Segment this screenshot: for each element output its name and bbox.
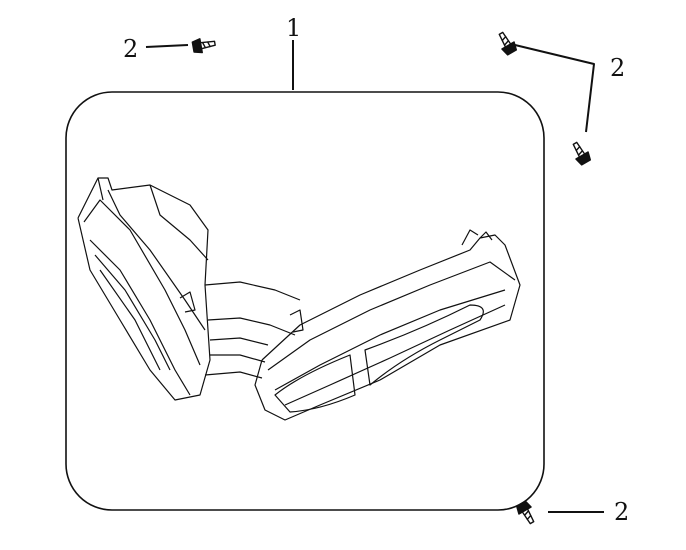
leader-lines — [145, 40, 604, 513]
headlight-assembly — [77, 177, 521, 421]
screw-icon — [191, 38, 216, 54]
callout-label-screw: 2 — [610, 54, 626, 82]
screw-icon — [498, 31, 518, 56]
callout-label-screw: 2 — [614, 498, 630, 526]
callout-label-screw: 2 — [123, 35, 139, 63]
callout-label-part-1: 1 — [286, 14, 302, 42]
screw-icon — [572, 141, 592, 166]
screw-icon — [515, 500, 535, 525]
assembly-frame — [65, 91, 545, 511]
